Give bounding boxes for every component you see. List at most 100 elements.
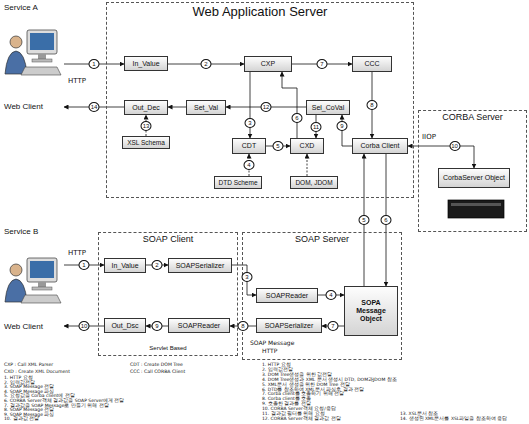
process-box: Sel_CoVal xyxy=(306,100,350,115)
keyboard xyxy=(21,67,61,75)
protocol-label: IIOP xyxy=(422,134,436,141)
node-label: CORBA Server xyxy=(442,113,503,123)
keyboard xyxy=(21,295,61,303)
callout-number: 1 xyxy=(79,260,90,270)
node-label: SOAPSerializer xyxy=(265,322,314,330)
callout-number: 2 xyxy=(201,59,212,69)
node-label: CCC xyxy=(364,60,379,68)
abbreviation-note: CDT : Create DOM Tree xyxy=(130,363,183,368)
callout-number: 12 xyxy=(261,102,272,112)
node-label: Service A xyxy=(4,4,38,13)
protocol-label: HTTP xyxy=(262,348,277,354)
client-icon xyxy=(5,258,61,303)
node-label: Web Application Server xyxy=(193,5,328,19)
web-client: Service B Web Client xyxy=(2,228,64,332)
node-label: In_Value xyxy=(132,60,159,68)
protocol-label: HTTP xyxy=(68,250,86,257)
node-note: Web Client xyxy=(4,323,43,332)
abbreviation-note: CXD : Create XML Document xyxy=(4,370,70,375)
server-object-block xyxy=(448,200,504,218)
callout-number: 5 xyxy=(273,141,284,151)
step-note: 11. 결과값 필터를 위해 요청 xyxy=(262,412,325,417)
step-note: 5. XML문서 생성을 위한 DOM Tree 전달 xyxy=(262,383,350,388)
process-box: SOAPReader xyxy=(256,288,318,303)
process-box: SOAPSerializer xyxy=(168,258,232,273)
node-label: SOAPReader xyxy=(178,322,220,330)
callout-number: 7 xyxy=(317,59,328,69)
screen xyxy=(30,261,54,278)
step-note: 14. 생성된 XML문서를 XSL파일을 참조하여 응답 xyxy=(400,417,507,422)
step-note: 9. 호출한 결과를 전달 xyxy=(262,402,311,407)
process-box: SOAPReader xyxy=(168,318,230,333)
server-object-stripe xyxy=(451,203,501,206)
node-label: Sel_CoVal xyxy=(312,104,345,112)
step-note: 7. Corba client를 호출하기 위해 전달 xyxy=(262,392,344,397)
step-note: 8. Corba client를 호출 xyxy=(262,397,311,402)
node-label: SOAPSerializer xyxy=(176,262,225,270)
callout-number: 6 xyxy=(381,215,392,225)
node-label: SOAPReader xyxy=(266,292,308,300)
monitor-base xyxy=(32,59,52,62)
callout-number: 10 xyxy=(79,321,90,331)
web-client: Service A Web Client xyxy=(2,4,64,112)
monitor-stand xyxy=(38,282,46,287)
connector xyxy=(282,72,297,138)
step-note: 13. XSL문서 참조 xyxy=(400,412,438,417)
message-label: SOAP Message xyxy=(250,340,294,346)
node-label: Service B xyxy=(4,228,38,237)
callout-number: 11 xyxy=(311,122,322,132)
callout-number: 3 xyxy=(242,272,253,282)
node-label: Out_Dsc xyxy=(111,322,138,330)
process-box: CXD xyxy=(290,138,324,154)
process-box: CDT xyxy=(232,138,266,154)
monitor xyxy=(27,258,57,282)
callout-number: 13 xyxy=(141,121,152,131)
callout-number: 3 xyxy=(245,118,256,128)
node-note: Web Client xyxy=(4,103,43,112)
node-label: CorbaServer Object xyxy=(443,174,505,182)
schema-box: DTD Scheme xyxy=(214,176,262,189)
client-icon xyxy=(5,30,61,75)
connector xyxy=(307,154,308,176)
step-note: 10. CORBA Server객체 요청/응답 xyxy=(262,407,336,412)
object-box: SOPA Message Object xyxy=(344,286,398,336)
node-label: XSL Schema xyxy=(127,139,165,146)
connector xyxy=(232,265,256,295)
callout-number: 4 xyxy=(244,160,255,170)
protocol-label: HTTP xyxy=(68,78,86,85)
callout-number: 2 xyxy=(152,260,163,270)
step-note: 12. CORBA Server객체 결과값 전달 xyxy=(262,417,341,422)
process-box: CCC xyxy=(352,56,392,72)
process-box: Out_Dsc xyxy=(104,318,146,333)
process-box: Set_Val xyxy=(186,100,226,115)
node-label: SOPA Message Object xyxy=(347,299,395,323)
callout-number: 5 xyxy=(359,215,370,225)
step-note: 10. 결과값 전달 xyxy=(4,417,39,422)
schema-box: XSL Schema xyxy=(122,136,170,149)
node-label: Corba Client xyxy=(361,142,400,150)
node-label: CXP xyxy=(261,60,275,68)
abbreviation-note: CXP : Call XML Parser xyxy=(4,363,53,368)
callout-number: 7 xyxy=(328,321,339,331)
node-label: Out_Dec xyxy=(132,104,160,112)
process-box: In_Value xyxy=(124,56,168,71)
node-label: CXD xyxy=(300,142,315,150)
server-region: CORBA ServerCorbaServer Object xyxy=(418,110,527,232)
step-note: 6. DTD를 참조하여 XML문서 파싱후 결과 전달 xyxy=(262,388,364,393)
node-label: Set_Val xyxy=(194,104,218,112)
process-box: Out_Dec xyxy=(124,100,168,115)
callout-number: 8 xyxy=(238,321,249,331)
node-label: CDT xyxy=(242,142,256,150)
process-box: In_Value xyxy=(104,258,146,273)
step-note: 1. HTTP 요청 xyxy=(262,363,291,368)
callout-number: 1 xyxy=(89,59,100,69)
monitor-base xyxy=(32,287,52,290)
monitor-stand xyxy=(38,54,46,59)
step-note: 3. DOM Tree생성을 위한 값전달 xyxy=(262,373,332,378)
step-note: 4. DOM Tree생성과 XML 문서 생성시 DTD, DOM과JDOM … xyxy=(262,378,397,383)
callout-number: 6 xyxy=(292,113,303,123)
process-box: CXP xyxy=(244,56,292,72)
